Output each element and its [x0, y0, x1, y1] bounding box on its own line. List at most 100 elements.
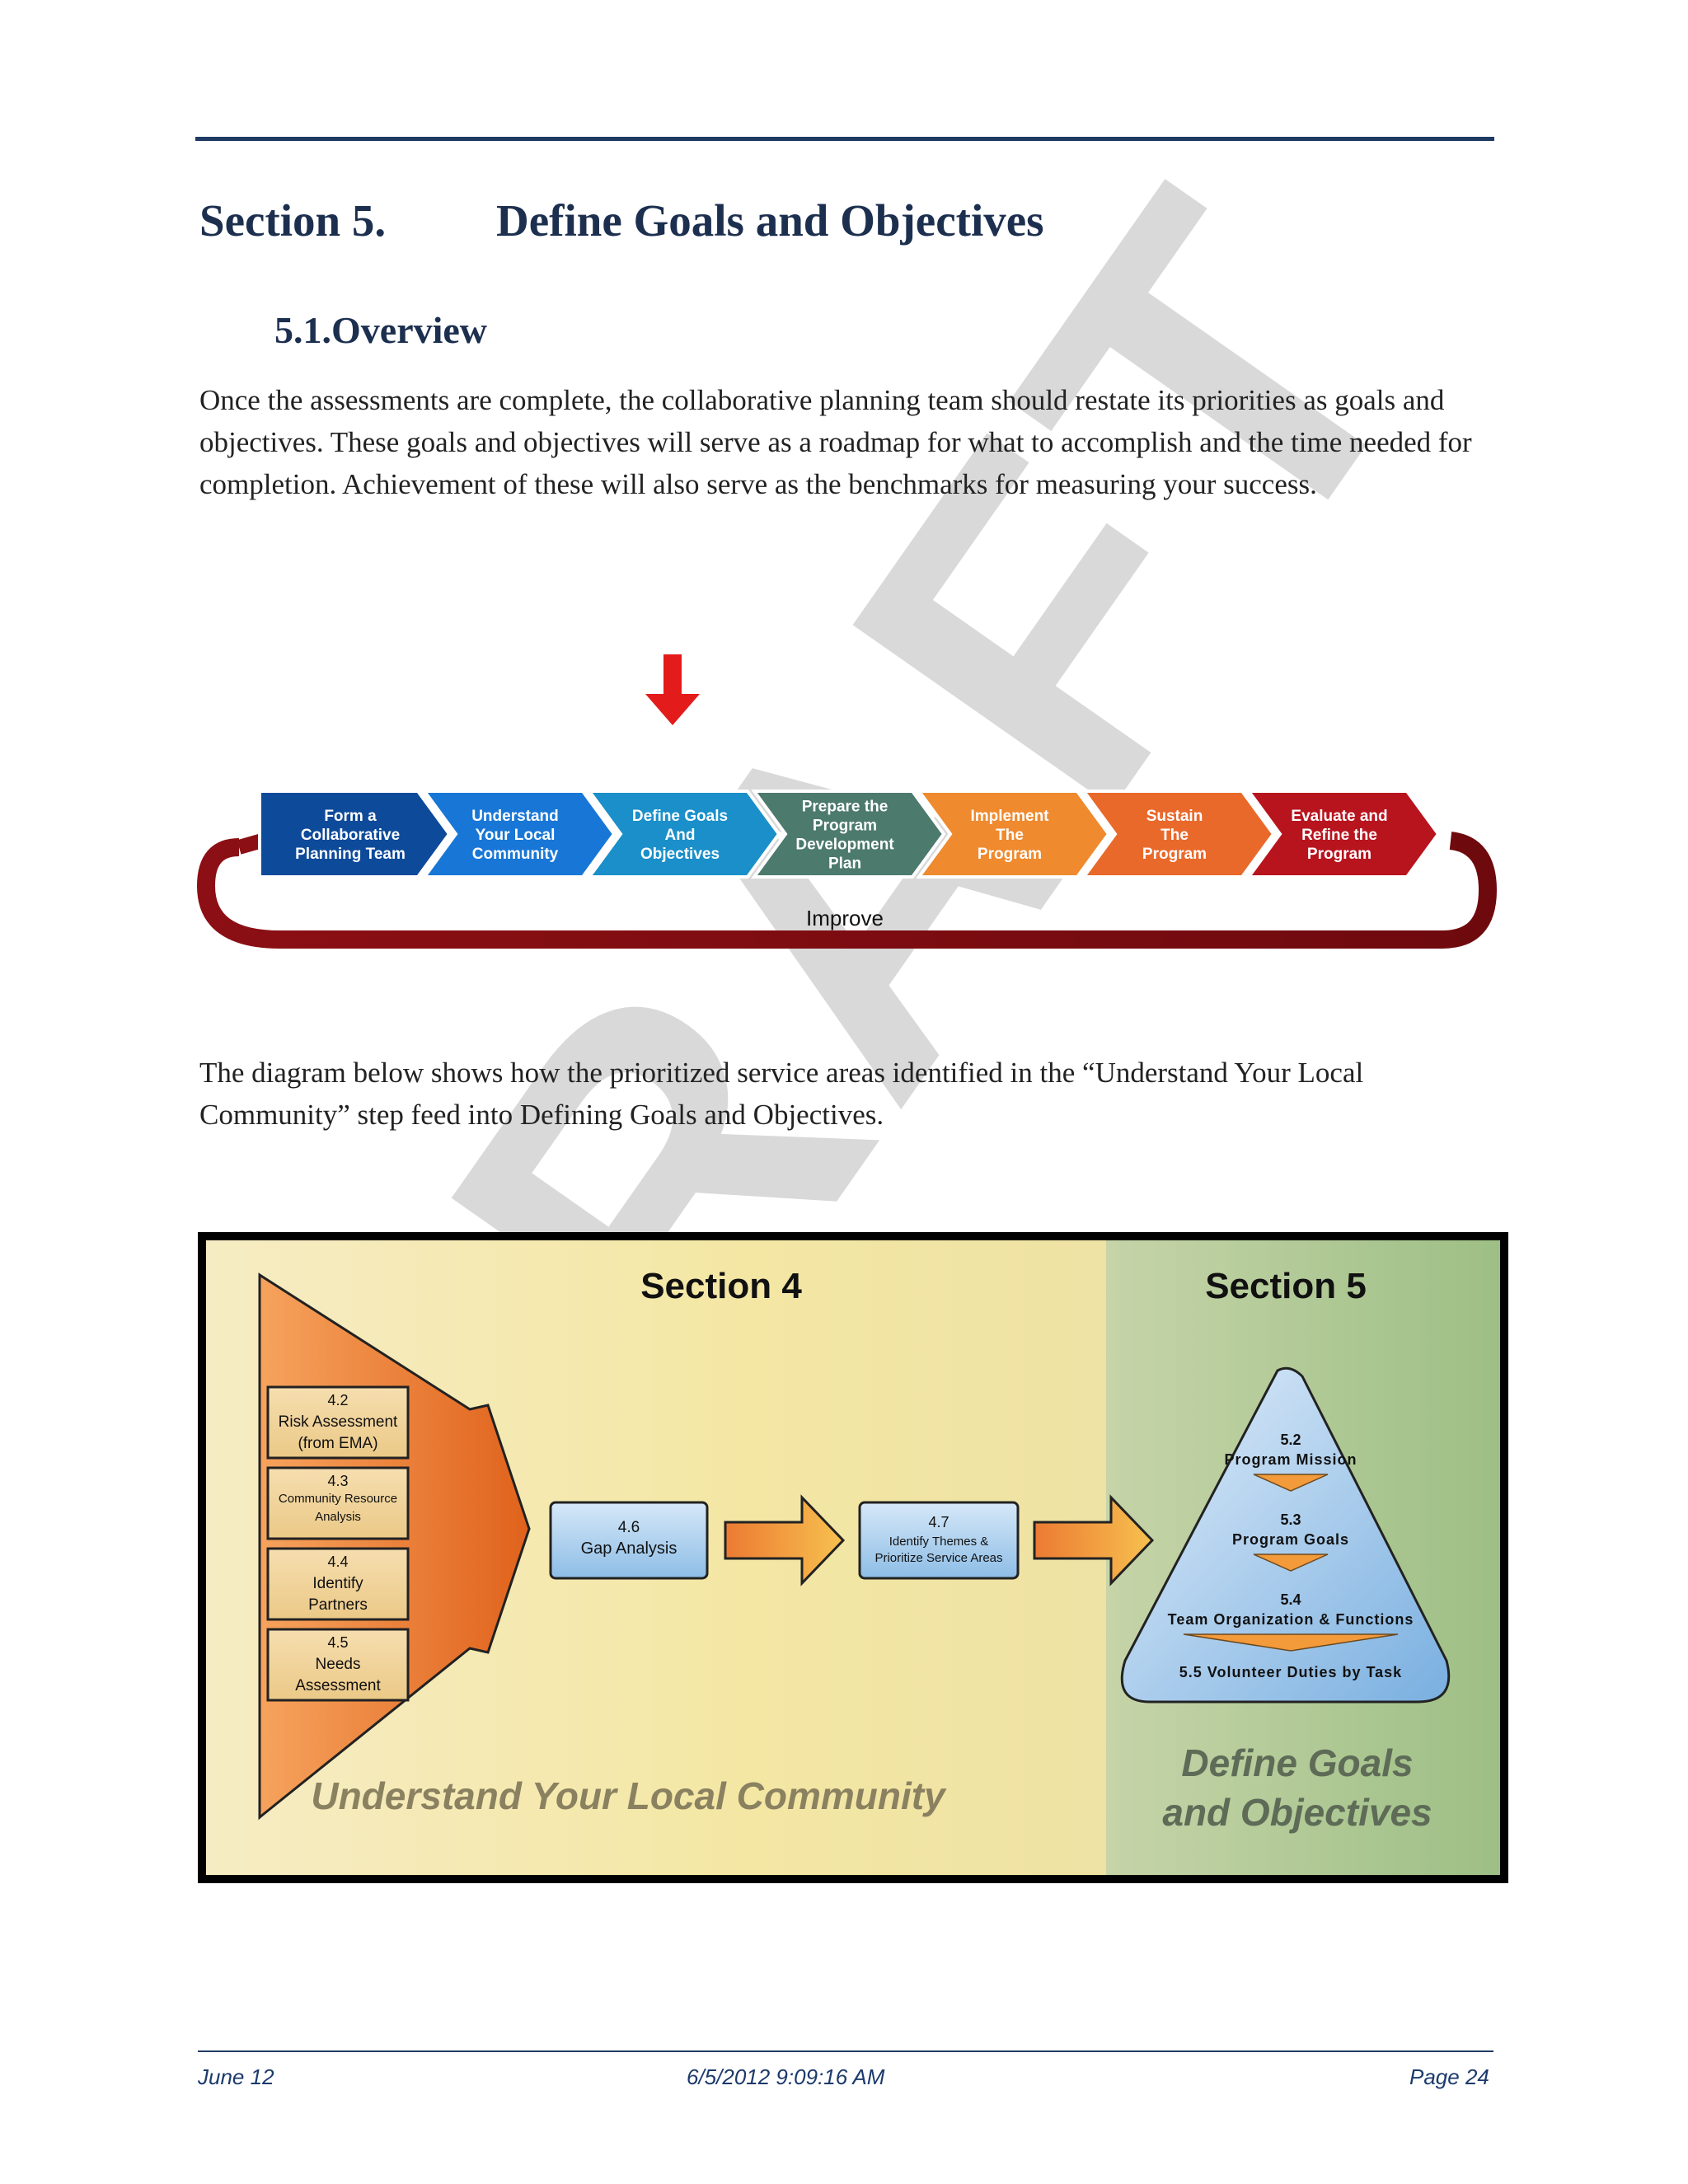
section5-caption-line2: and Objectives — [1162, 1791, 1432, 1834]
section-title: Define Goals and Objectives — [496, 195, 1044, 246]
process-step-label: The — [1160, 827, 1189, 844]
process-step-label: Prepare the — [802, 799, 889, 816]
gap-analysis-label: Gap Analysis — [581, 1540, 678, 1558]
process-step-label: Collaborative — [301, 827, 400, 844]
header-rule — [195, 137, 1494, 141]
footer-page-number: Page 24 — [1409, 2064, 1489, 2089]
process-step-label: Understand — [471, 808, 559, 825]
process-step-shape — [258, 790, 452, 879]
process-step-label: Your Local — [476, 827, 556, 844]
goals-pyramid — [1120, 1366, 1451, 1704]
pyramid-flow-arrow — [1253, 1474, 1329, 1492]
gap-analysis-num: 4.6 — [618, 1519, 640, 1536]
themes-box — [858, 1501, 1020, 1580]
process-step-label: Implement — [970, 808, 1049, 825]
process-step-label: Program — [813, 818, 877, 835]
process-step-label: Program — [1307, 846, 1372, 863]
footer-date: June 12 — [198, 2064, 274, 2089]
process-step-shape — [916, 790, 1111, 879]
input-box-label: Assessment — [295, 1677, 381, 1694]
section4-title: Section 4 — [640, 1266, 802, 1306]
section-heading: Section 5. Define Goals and Objectives — [199, 194, 1044, 246]
input-box-num: 4.5 — [327, 1634, 348, 1651]
process-step-shape — [1081, 790, 1276, 879]
process-step-shape — [751, 790, 946, 879]
input-box-label: Community Resource — [279, 1492, 397, 1506]
section5-caption-line1: Define Goals — [1181, 1741, 1413, 1784]
footer-timestamp: 6/5/2012 9:09:16 AM — [687, 2064, 885, 2089]
process-step-label: Evaluate and — [1291, 808, 1387, 825]
input-box-num: 4.4 — [327, 1554, 348, 1570]
process-step-label: And — [665, 827, 696, 844]
flow-arrow-2 — [1033, 1494, 1155, 1586]
pyramid-level: 5.5 Volunteer Duties by Task — [1179, 1664, 1402, 1680]
process-step-label: Community — [472, 846, 559, 863]
improve-label: Improve — [806, 906, 884, 930]
section4-caption: Understand Your Local Community — [311, 1774, 947, 1817]
process-step-label: Define Goals — [632, 808, 728, 825]
pyramid-level-num: 5.2 — [1280, 1432, 1301, 1448]
current-step-indicator — [645, 654, 700, 725]
input-box-num: 4.3 — [327, 1473, 348, 1489]
pyramid-flow-arrow — [1253, 1554, 1329, 1572]
diagram-intro-paragraph: The diagram below shows how the prioriti… — [199, 1057, 1364, 1131]
input-box-label: Identify — [312, 1575, 363, 1592]
process-step-label: Objectives — [640, 846, 720, 863]
input-box-label: Partners — [308, 1596, 368, 1614]
pyramid-level-num: 5.3 — [1280, 1511, 1301, 1528]
themes-num: 4.7 — [928, 1514, 949, 1530]
input-box-num: 4.2 — [327, 1392, 348, 1408]
process-step-shape — [1245, 790, 1441, 879]
process-step-label: Refine the — [1301, 827, 1377, 844]
pyramid-level-label: Program Goals — [1232, 1531, 1349, 1548]
themes-line2: Prioritize Service Areas — [874, 1551, 1002, 1565]
process-step-label: Sustain — [1146, 808, 1203, 825]
themes-line1: Identify Themes & — [889, 1535, 989, 1549]
process-step-label: Form a — [324, 808, 377, 825]
pyramid-level-label: 5.5 Volunteer Duties by Task — [1179, 1664, 1402, 1680]
process-step-label: Program — [1142, 846, 1207, 863]
overview-paragraph: Once the assessments are complete, the c… — [199, 384, 1472, 500]
section-number: Section 5. — [199, 195, 387, 246]
pyramid-level-label: Team Organization & Functions — [1168, 1611, 1414, 1628]
improve-loop — [196, 832, 1498, 949]
input-box-label: Risk Assessment — [279, 1413, 398, 1431]
subsection-heading: 5.1.Overview — [274, 309, 488, 351]
process-step-label: Plan — [828, 855, 861, 873]
pyramid-level-label: Program Mission — [1224, 1451, 1357, 1468]
process-step-label: Planning Team — [295, 846, 406, 863]
flow-arrow-1 — [724, 1494, 846, 1586]
process-step-label: Development — [795, 837, 894, 854]
gap-analysis-box — [549, 1501, 709, 1580]
section5-title: Section 5 — [1205, 1266, 1367, 1306]
pyramid-level-num: 5.4 — [1280, 1591, 1301, 1608]
process-step-shape — [421, 790, 617, 879]
input-box-label: Analysis — [315, 1510, 361, 1524]
input-box-label: (from EMA) — [298, 1435, 377, 1452]
process-step-label: Program — [978, 846, 1042, 863]
pyramid-flow-arrow — [1183, 1633, 1399, 1652]
input-box-label: Needs — [316, 1656, 361, 1673]
footer-rule — [198, 2050, 1493, 2052]
process-step-label: The — [996, 827, 1024, 844]
process-step-shape — [586, 790, 781, 879]
